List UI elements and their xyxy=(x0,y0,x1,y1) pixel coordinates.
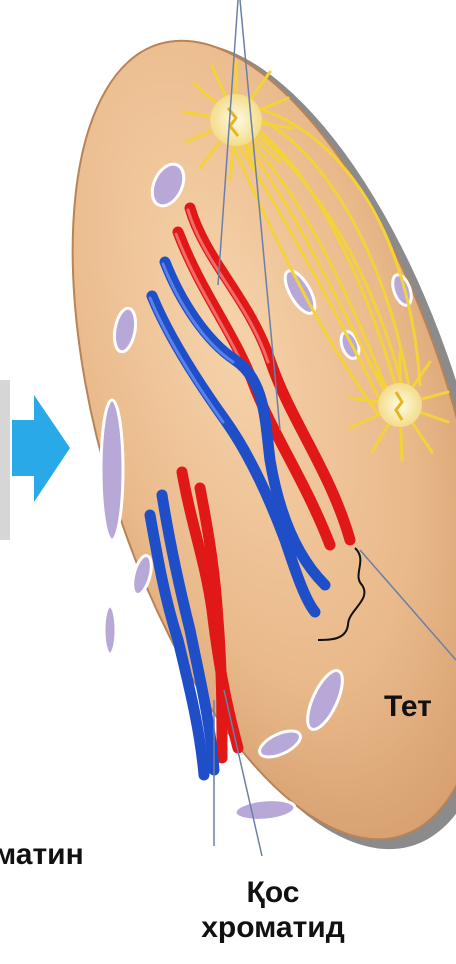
chromatin-label: матин xyxy=(0,838,84,873)
double-chromatid-label-line2: хроматид xyxy=(178,911,368,946)
tetrad-label: Тет xyxy=(384,690,432,725)
double-chromatid-label: Қос хроматид xyxy=(178,876,368,945)
previous-cell-edge xyxy=(0,380,10,540)
double-chromatid-label-line1: Қос xyxy=(178,876,368,911)
right-arrow-icon xyxy=(12,395,70,502)
